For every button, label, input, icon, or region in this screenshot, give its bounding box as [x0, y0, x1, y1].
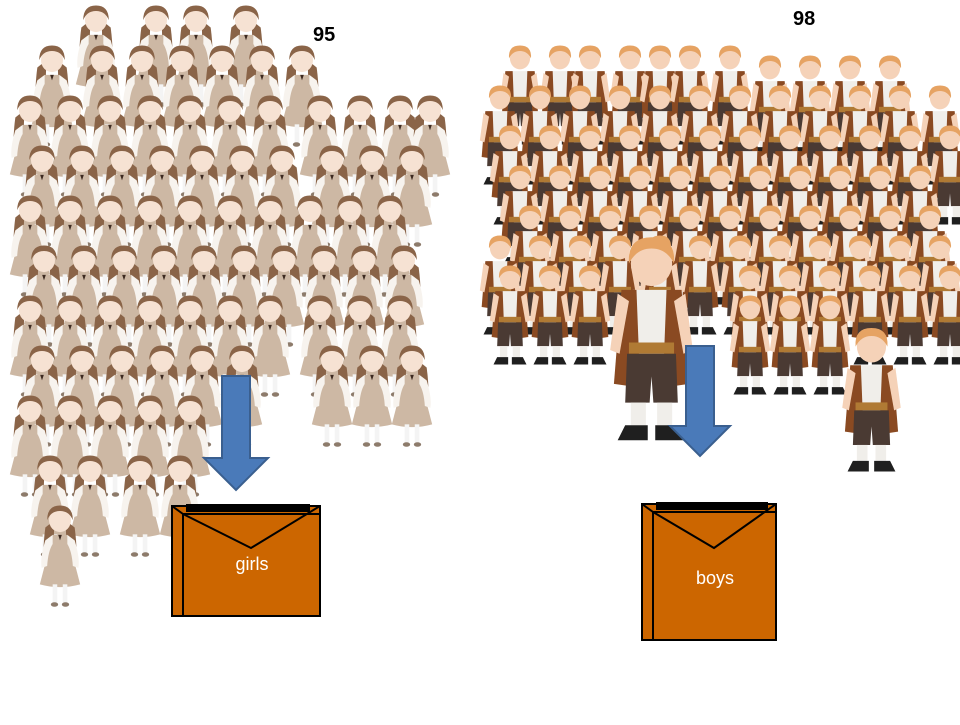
boys-crowd — [479, 45, 960, 472]
boy-figure — [842, 327, 901, 472]
girls-count: 95 — [313, 24, 336, 46]
boys-box-label: boys — [696, 568, 734, 588]
boys-arrow-down-icon — [667, 345, 733, 458]
girls-arrow-down-icon — [201, 375, 271, 492]
boys-count: 98 — [793, 8, 816, 30]
girls-box-label: girls — [235, 554, 268, 574]
boys-open-box-icon[interactable]: boys — [641, 502, 777, 641]
girls-open-box-icon[interactable]: girls — [171, 504, 321, 617]
